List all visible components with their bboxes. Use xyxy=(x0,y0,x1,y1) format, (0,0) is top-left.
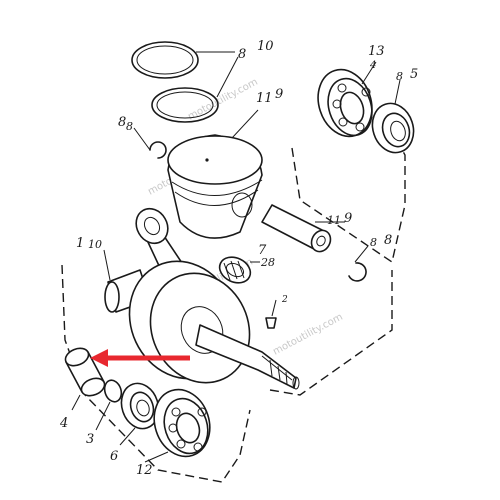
part-label: 8 xyxy=(396,70,403,83)
piston-ring-top xyxy=(131,41,199,79)
part-label: 6 xyxy=(110,449,118,464)
piston-ring-second xyxy=(151,87,219,123)
woodruff-key xyxy=(265,317,277,329)
piston-pin xyxy=(261,204,332,253)
part-label: 9 xyxy=(344,211,352,226)
part-label: 8 xyxy=(126,120,133,133)
part-label: 3 xyxy=(86,432,94,447)
oil-seal-right xyxy=(371,102,415,154)
assembly-boundary-lower xyxy=(61,264,251,483)
crankshaft-bearing-left-large xyxy=(153,388,211,458)
watermark-text: motoutility.com xyxy=(271,312,345,358)
assembly-boundary-right xyxy=(269,270,393,396)
part-label: 12 xyxy=(136,463,153,478)
part-label: 8 xyxy=(384,233,392,248)
shim-washer xyxy=(103,379,123,403)
part-label: 9 xyxy=(275,87,283,102)
part-label: 5 xyxy=(410,67,418,82)
part-label: 4 xyxy=(369,60,376,71)
small-end-needle-bearing xyxy=(218,256,252,284)
piston-pin-clip-right xyxy=(348,262,367,282)
part-label: 8 xyxy=(238,47,246,62)
part-label: 4 xyxy=(59,416,68,431)
part-label: 1 xyxy=(76,236,84,251)
leader-lines xyxy=(71,51,401,463)
part-label: 8 xyxy=(118,115,126,130)
part-labels: 8 10 8 8 11 9 13 4 8 5 11 9 8 8 7 28 1 1… xyxy=(59,39,418,478)
part-label: 7 xyxy=(258,243,267,258)
part-label: 28 xyxy=(260,256,275,269)
piston xyxy=(167,134,263,239)
crankshaft-collar-left xyxy=(64,347,106,397)
oil-seal-left xyxy=(120,382,160,430)
part-label: 10 xyxy=(257,39,274,54)
watermark-text: motoutility.com xyxy=(186,77,260,123)
part-label: 10 xyxy=(88,238,102,251)
crankshaft-bearing-right-large xyxy=(317,68,373,138)
part-label: 11 xyxy=(256,91,273,106)
highlight-arrow xyxy=(90,349,190,367)
part-label: 8 xyxy=(370,236,377,249)
part-label: 13 xyxy=(368,44,385,59)
part-label: 2 xyxy=(281,295,288,305)
piston-pin-clip-left xyxy=(149,141,167,159)
crankshaft xyxy=(104,207,300,390)
part-label: 11 xyxy=(327,214,341,227)
